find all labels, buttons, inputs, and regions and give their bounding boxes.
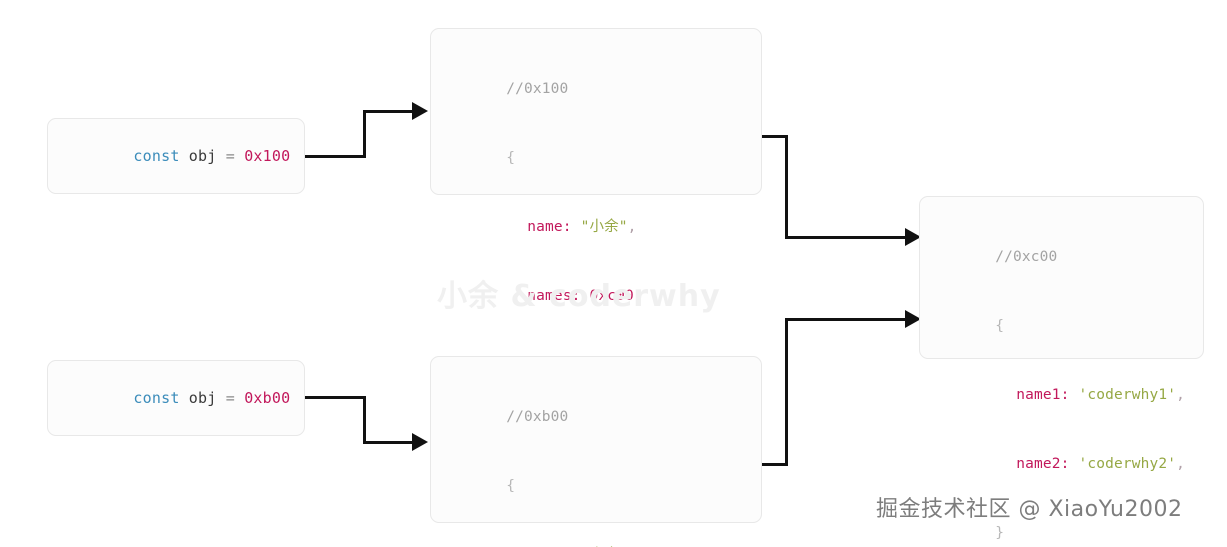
assign-operator: = [225, 146, 235, 165]
property-line-name: name: "小余", [453, 521, 761, 547]
address-comment: //0xb00 [506, 409, 569, 425]
arrowhead-obj-bottom-to-obj-shared [905, 310, 921, 328]
connector-decl-top-segment-1 [305, 155, 366, 158]
arrowhead-decl-top-to-obj-top [412, 102, 428, 120]
object-card-0x100: //0x100 { name: "小余", names: 0xc00 } [430, 28, 762, 373]
property-value-names: 0xc00 [589, 288, 634, 304]
open-brace-line: { [453, 124, 761, 193]
connector-obj-top-names-segment-2 [785, 135, 788, 238]
open-brace-line: { [453, 452, 761, 521]
const-keyword: const [133, 146, 180, 165]
open-brace: { [506, 150, 516, 166]
watermark-center: 小余 & coderwhy [437, 279, 721, 314]
declaration-card-top: const obj = 0x100 [47, 118, 305, 194]
property-value-name1: 'coderwhy1' [1078, 387, 1177, 403]
address-comment: //0x100 [506, 81, 569, 97]
connector-decl-bottom-segment-3 [363, 441, 415, 444]
comma: , [627, 219, 637, 235]
open-brace-line: { [942, 292, 1203, 361]
connector-decl-bottom-segment-2 [363, 396, 366, 444]
property-line-name: name: "小余", [453, 193, 761, 262]
close-brace: } [995, 525, 1005, 541]
property-value-name: "小余" [580, 219, 628, 235]
comma: , [1176, 456, 1186, 472]
open-brace: { [506, 478, 516, 494]
connector-obj-top-names-segment-3 [785, 236, 917, 239]
address-comment: //0xc00 [995, 249, 1058, 265]
connector-obj-bottom-names-segment-3 [785, 318, 917, 321]
property-line-name2: name2: 'coderwhy2', [942, 430, 1203, 499]
property-key-name2: name2: [1016, 456, 1070, 472]
connector-decl-top-segment-3 [363, 110, 415, 113]
declaration-code-bottom: const obj = 0xb00 [48, 376, 290, 421]
comment-line: //0xc00 [942, 223, 1203, 292]
variable-name: obj [188, 388, 217, 407]
object-card-0xc00: //0xc00 { name1: 'coderwhy1', name2: 'co… [919, 196, 1204, 541]
close-brace-line: } [942, 499, 1203, 547]
comment-line: //0x100 [453, 55, 761, 124]
address-value: 0xb00 [244, 388, 291, 407]
assign-operator: = [225, 388, 235, 407]
property-line-name1: name1: 'coderwhy1', [942, 361, 1203, 430]
const-keyword: const [133, 388, 180, 407]
property-value-name2: 'coderwhy2' [1078, 456, 1177, 472]
connector-decl-top-segment-2 [363, 110, 366, 158]
connector-decl-bottom-segment-1 [305, 396, 366, 399]
arrowhead-decl-bottom-to-obj-bottom [412, 433, 428, 451]
watermark-corner: 掘金技术社区 @ XiaoYu2002 [876, 497, 1183, 522]
property-key-name: name: [527, 219, 572, 235]
declaration-code-top: const obj = 0x100 [48, 134, 290, 179]
object-card-0xb00: //0xb00 { name: "小余", names: 0xc00 } [430, 356, 762, 523]
open-brace: { [995, 318, 1005, 334]
comment-line: //0xb00 [453, 383, 761, 452]
property-key-names: names: [527, 288, 581, 304]
connector-obj-bottom-names-segment-2 [785, 318, 788, 466]
variable-name: obj [188, 146, 217, 165]
declaration-card-bottom: const obj = 0xb00 [47, 360, 305, 436]
arrowhead-obj-top-to-obj-shared [905, 228, 921, 246]
comma: , [1176, 387, 1186, 403]
address-value: 0x100 [244, 146, 291, 165]
property-key-name1: name1: [1016, 387, 1070, 403]
property-line-names: names: 0xc00 [453, 262, 761, 331]
